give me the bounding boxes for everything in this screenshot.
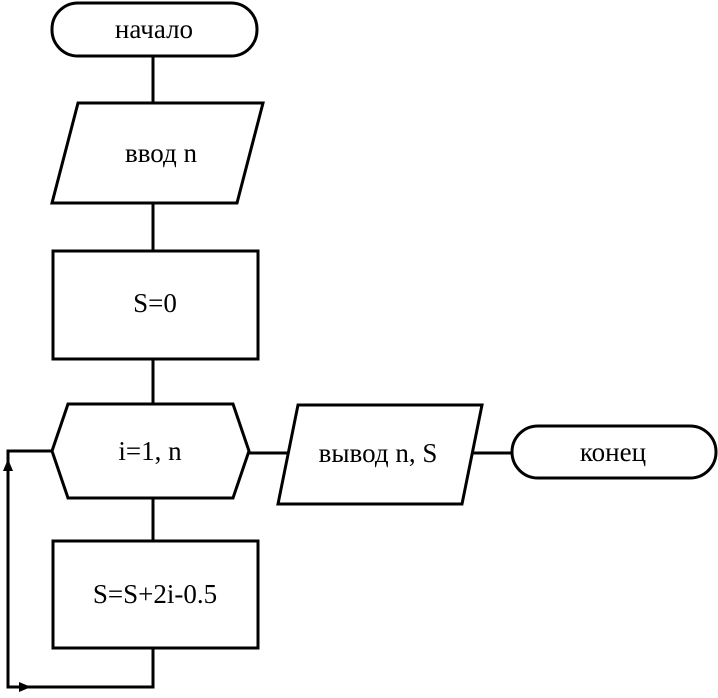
body-process: S=S+2i-0.5 — [51, 539, 260, 650]
output-label: вывод n, S — [319, 438, 438, 468]
loop-exit-arrow — [6, 449, 52, 692]
input-block: ввод n — [50, 101, 265, 205]
init-process: S=0 — [51, 249, 260, 361]
start-label: начало — [115, 14, 193, 44]
start-terminator: начало — [50, 1, 259, 58]
loop-label: i=1, n — [118, 436, 182, 466]
loop-block: i=1, n — [50, 402, 251, 500]
input-label: ввод n — [125, 138, 198, 168]
init-label: S=0 — [133, 288, 177, 318]
body-label: S=S+2i-0.5 — [93, 579, 217, 609]
end-label: конец — [580, 437, 646, 467]
end-terminator: конец — [510, 424, 718, 480]
output-block: вывод n, S — [276, 403, 484, 506]
